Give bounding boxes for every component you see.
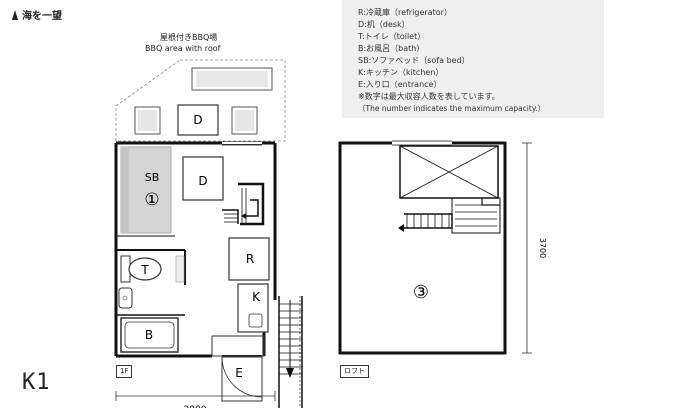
bath <box>120 317 179 353</box>
floor1-width-value: 2900 <box>184 405 207 408</box>
fridge-label: R <box>246 252 254 266</box>
legend-item-entrance: E:入り口（entrance） <box>358 80 442 89</box>
desk <box>182 156 224 201</box>
exterior-stairs <box>278 296 303 408</box>
legend-note-en: （The number indicates the maximum capaci… <box>358 104 546 113</box>
loft-height-dimension <box>522 142 532 354</box>
kitchen-label: K <box>252 290 261 304</box>
bath-label: B <box>145 328 153 342</box>
roof-desk-label: D <box>193 113 202 127</box>
compass: 海を一望 <box>12 7 62 22</box>
sofa-bed-capacity: ① <box>144 190 159 210</box>
desk-label: D <box>198 174 207 188</box>
north-arrow-icon <box>12 10 18 20</box>
bbq-desk <box>177 104 219 136</box>
sofa-bed <box>120 146 172 234</box>
legend-item-desk: D:机（desk） <box>358 20 410 29</box>
loft-tag: ロフト <box>340 365 369 378</box>
legend-panel: R:冷蔵庫（refrigerator） D:机（desk） T:トイレ（toil… <box>342 0 604 118</box>
wash-basin-icon <box>118 287 133 309</box>
toilet <box>120 255 185 283</box>
fridge <box>228 237 270 281</box>
loft-plan <box>338 140 507 355</box>
legend-item-fridge: R:冷蔵庫（refrigerator） <box>358 8 452 17</box>
legend-item-sofa-bed: SB:ソファベッド（sofa bed） <box>358 56 470 65</box>
bbq-area-label-en: BBQ area with roof <box>145 44 221 53</box>
legend-item-bath: B:お風呂（bath） <box>358 44 425 53</box>
legend-item-toilet: T:トイレ（toilet） <box>358 32 426 41</box>
floor1-width-dimension <box>115 391 276 401</box>
bbq-area-label-ja: 屋根付きBBQ場 <box>160 33 218 42</box>
floor1-stairs <box>222 182 265 226</box>
unit-name: K1 <box>22 370 51 395</box>
floor1-tag: 1F <box>116 365 133 378</box>
legend-item-kitchen: K:キッチン（kitchen） <box>358 68 444 77</box>
compass-label: 海を一望 <box>22 11 62 22</box>
entrance-label: E <box>235 366 243 380</box>
loft-capacity: ③ <box>413 282 429 303</box>
loft-height-value: 3700 <box>538 238 547 258</box>
toilet-label: T <box>140 263 149 277</box>
sofa-bed-label: SB <box>145 171 160 184</box>
bbq-area <box>115 59 286 142</box>
sink-icon <box>248 313 263 328</box>
legend-note-ja: ※数字は最大収容人数を表しています。 <box>358 92 500 101</box>
